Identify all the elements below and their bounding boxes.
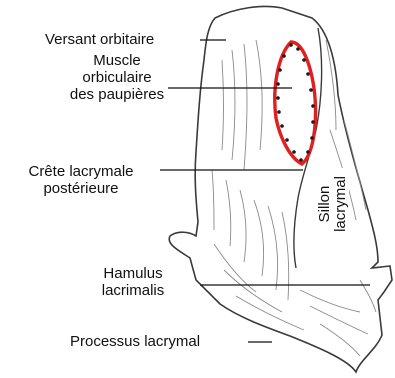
label-muscle-line2: orbiculaire: [52, 69, 182, 86]
label-muscle-line3: des paupières: [52, 86, 182, 103]
label-crete-lacrymale: Crête lacrymale postérieure: [6, 163, 156, 197]
label-hamulus-line1: Hamulus: [68, 265, 198, 282]
label-versant-orbitaire: Versant orbitaire: [45, 31, 154, 48]
label-hamulus-lacrimalis: Hamulus lacrimalis: [68, 265, 198, 299]
label-sillon-line2: lacrymal: [333, 170, 349, 238]
label-muscle-line1: Muscle: [52, 52, 182, 69]
label-muscle-orbiculaire: Muscle orbiculaire des paupières: [52, 52, 182, 103]
label-sillon-line1: Sillon: [317, 170, 333, 238]
label-sillon-lacrymal: Sillon lacrymal: [317, 168, 349, 240]
label-hamulus-line2: lacrimalis: [68, 282, 198, 299]
label-processus-lacrymal: Processus lacrymal: [70, 333, 200, 350]
label-crete-line2: postérieure: [6, 180, 156, 197]
label-crete-line1: Crête lacrymale: [6, 163, 156, 180]
